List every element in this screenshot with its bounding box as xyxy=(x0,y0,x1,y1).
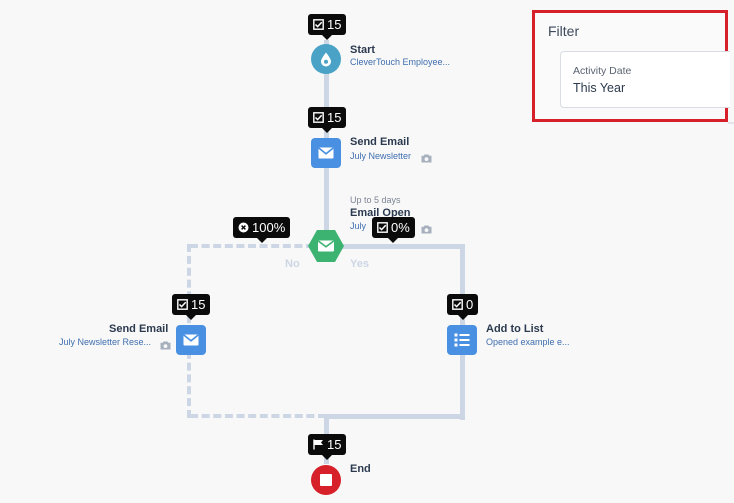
send-email-2-node[interactable] xyxy=(176,325,206,355)
email-open-subtitle[interactable]: July xyxy=(350,221,367,231)
check-square-icon xyxy=(452,299,463,310)
send-email-2-count: 15 xyxy=(191,297,206,312)
connector-yes-horizontal xyxy=(340,244,464,249)
no-branch-label: No xyxy=(285,258,300,270)
add-to-list-count: 0 xyxy=(466,297,474,312)
end-title: End xyxy=(350,463,371,475)
camera-icon[interactable] xyxy=(421,221,432,239)
send-email-1-title: Send Email xyxy=(350,136,410,148)
no-branch-percent: 100% xyxy=(252,220,286,235)
check-square-icon xyxy=(177,299,188,310)
start-node[interactable] xyxy=(311,44,341,74)
end-count-badge[interactable]: 15 xyxy=(308,434,347,460)
activity-date-value: This Year xyxy=(573,81,626,95)
check-square-icon xyxy=(377,222,388,233)
list-icon xyxy=(454,333,470,347)
check-square-icon xyxy=(313,112,324,123)
envelope-icon xyxy=(317,240,335,252)
end-node[interactable] xyxy=(311,465,341,495)
send-email-1-count: 15 xyxy=(327,110,342,125)
start-count: 15 xyxy=(327,17,342,32)
connector-yes-return xyxy=(326,414,465,419)
activity-date-label: Activity Date xyxy=(573,65,632,77)
camera-icon[interactable] xyxy=(160,337,171,355)
start-count-badge[interactable]: 15 xyxy=(308,14,347,40)
email-open-wait: Up to 5 days xyxy=(350,195,401,205)
add-to-list-title: Add to List xyxy=(486,323,544,335)
send-email-2-count-badge[interactable]: 15 xyxy=(172,294,211,320)
stop-icon xyxy=(320,474,332,486)
yes-branch-percent-badge[interactable]: 0% xyxy=(372,217,415,243)
camera-icon[interactable] xyxy=(421,150,432,168)
send-email-1-node[interactable] xyxy=(311,138,341,168)
send-email-2-title: Send Email xyxy=(109,323,169,335)
check-square-icon xyxy=(313,19,324,30)
x-circle-icon xyxy=(238,222,249,233)
panel-divider xyxy=(728,122,734,124)
yes-branch-label: Yes xyxy=(350,258,369,270)
connector-no-return xyxy=(190,414,326,418)
add-to-list-count-badge[interactable]: 0 xyxy=(447,294,479,320)
send-email-2-subtitle[interactable]: July Newsletter Rese... xyxy=(59,337,152,347)
connector-no-horizontal xyxy=(190,244,314,248)
envelope-icon xyxy=(183,334,199,346)
email-open-title: Email Open xyxy=(350,207,411,219)
start-subtitle[interactable]: CleverTouch Employee... xyxy=(350,57,451,67)
envelope-icon xyxy=(318,147,334,159)
filter-title: Filter xyxy=(548,23,580,39)
flag-icon xyxy=(313,439,324,450)
yes-branch-percent: 0% xyxy=(391,220,410,235)
add-to-list-subtitle[interactable]: Opened example e... xyxy=(486,337,570,347)
email-open-decision-node[interactable] xyxy=(307,229,345,263)
end-count: 15 xyxy=(327,437,342,452)
send-email-1-count-badge[interactable]: 15 xyxy=(308,107,347,133)
droplet-icon xyxy=(321,52,331,66)
no-branch-percent-badge[interactable]: 100% xyxy=(233,217,291,243)
filter-panel: Filter Activity Date This Year xyxy=(532,10,730,122)
start-title: Start xyxy=(350,44,376,56)
send-email-1-subtitle[interactable]: July Newsletter xyxy=(350,151,412,161)
activity-date-filter[interactable]: Activity Date This Year xyxy=(560,51,730,108)
add-to-list-node[interactable] xyxy=(447,325,477,355)
